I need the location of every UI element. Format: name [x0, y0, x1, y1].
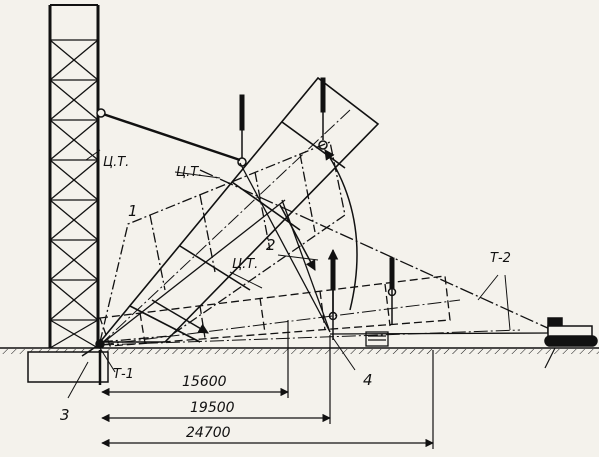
- dimension-15600: 15600: [182, 374, 227, 390]
- motion-arrows: [151, 149, 358, 340]
- label-t1: Т-1: [113, 367, 134, 382]
- label-ct-tower: Ц.Т.: [103, 155, 129, 170]
- ground: [0, 347, 599, 385]
- dimension-24700: 24700: [186, 425, 231, 441]
- hoisting-cables: [99, 162, 553, 346]
- dimension-lines: [101, 320, 434, 449]
- axis-lines: [99, 109, 521, 346]
- stay-cable: [96, 108, 241, 162]
- label-1: 1: [128, 202, 138, 220]
- label-4: 4: [363, 371, 373, 389]
- block-position-lower: [99, 275, 451, 347]
- tractor-winch: [544, 317, 598, 369]
- tower-column: [48, 4, 100, 349]
- label-t2: Т-2: [490, 251, 511, 266]
- label-3: 3: [60, 406, 70, 424]
- leader-lines: [67, 149, 511, 399]
- block-position-middle: [99, 141, 346, 343]
- temporary-support: [365, 331, 389, 347]
- label-2: 2: [266, 236, 276, 254]
- label-ct-upper: Ц.Т.: [176, 165, 202, 180]
- dimension-19500: 19500: [190, 400, 235, 416]
- label-ct-lower: Ц.Т.: [232, 257, 258, 272]
- block-position-upper: [98, 76, 380, 343]
